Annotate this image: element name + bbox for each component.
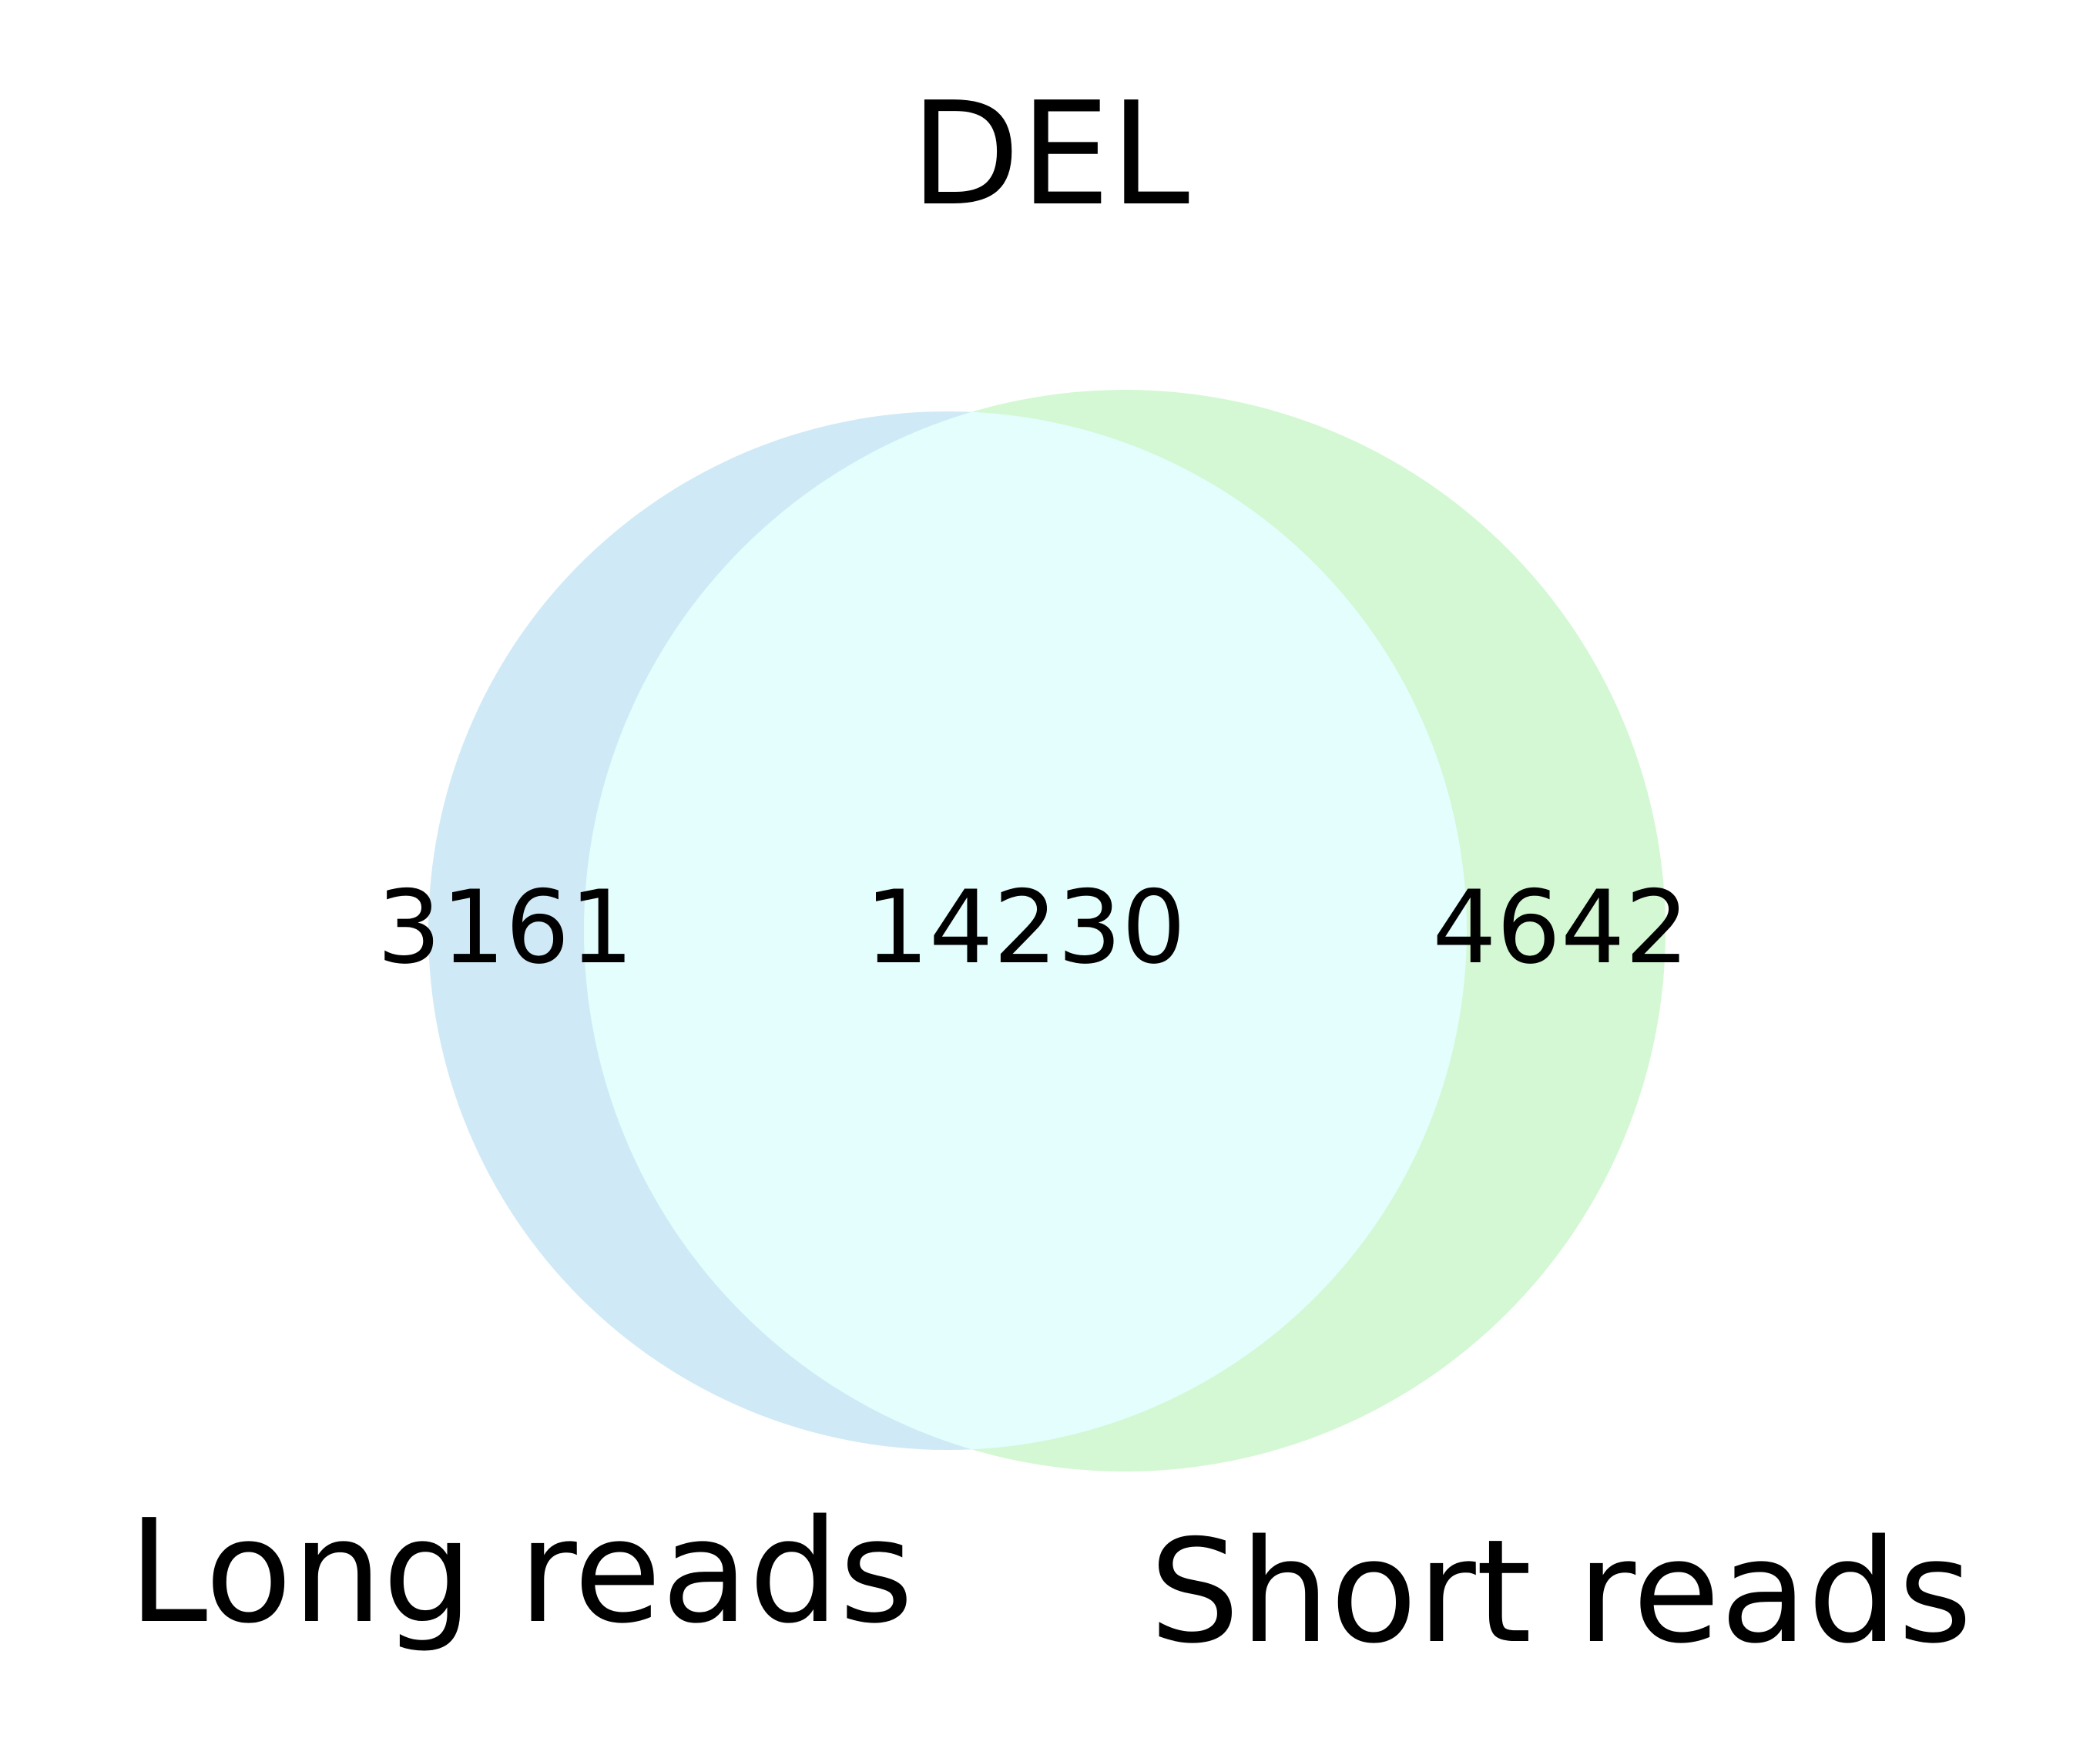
long-reads-only-count: 3161	[377, 868, 633, 986]
short-reads-label: Short reads	[1149, 1508, 1972, 1675]
short-reads-only-count: 4642	[1432, 868, 1689, 986]
intersection-count: 14230	[865, 868, 1186, 986]
diagram-title: DEL	[911, 71, 1189, 237]
long-reads-label: Long reads	[128, 1488, 914, 1655]
